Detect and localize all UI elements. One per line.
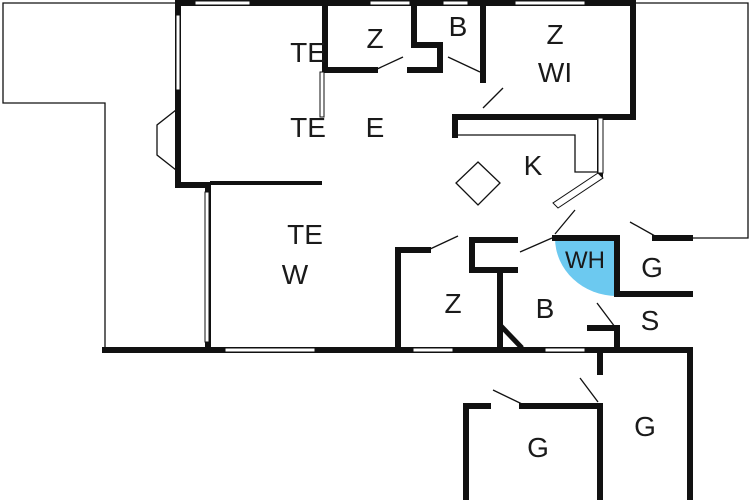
room-label-bedroom-bottom: Z: [444, 288, 461, 319]
room-label-bedroom-top: Z: [366, 23, 383, 54]
room-label-kitchen: K: [524, 150, 543, 181]
room-label-terrace-3: TE: [287, 219, 323, 250]
bay-window: [156, 109, 177, 171]
room-label-sauna: S: [641, 305, 660, 336]
whirlpool-area: [555, 238, 617, 296]
windows: [175, 0, 604, 353]
room-label-living: W: [282, 259, 309, 290]
terrace-outline-right: [633, 2, 749, 239]
room-label-bath-top: B: [449, 11, 468, 42]
room-label-storage-3: G: [527, 432, 549, 463]
room-label-bedroom-right: Z: [546, 19, 563, 50]
room-label-laundry: WI: [538, 57, 572, 88]
room-label-storage-1: G: [641, 252, 663, 283]
room-label-terrace-2: TE: [290, 112, 326, 143]
room-label-storage-2: G: [634, 411, 656, 442]
room-label-entrance: E: [366, 112, 385, 143]
room-label-terrace-1: TE: [290, 37, 326, 68]
door-swings: [374, 56, 656, 405]
room-label-bath-bottom: B: [536, 293, 555, 324]
terrace-outline-left: [2, 2, 175, 350]
room-label-whirlpool: WH: [565, 247, 605, 274]
hob-icon: [455, 161, 501, 206]
